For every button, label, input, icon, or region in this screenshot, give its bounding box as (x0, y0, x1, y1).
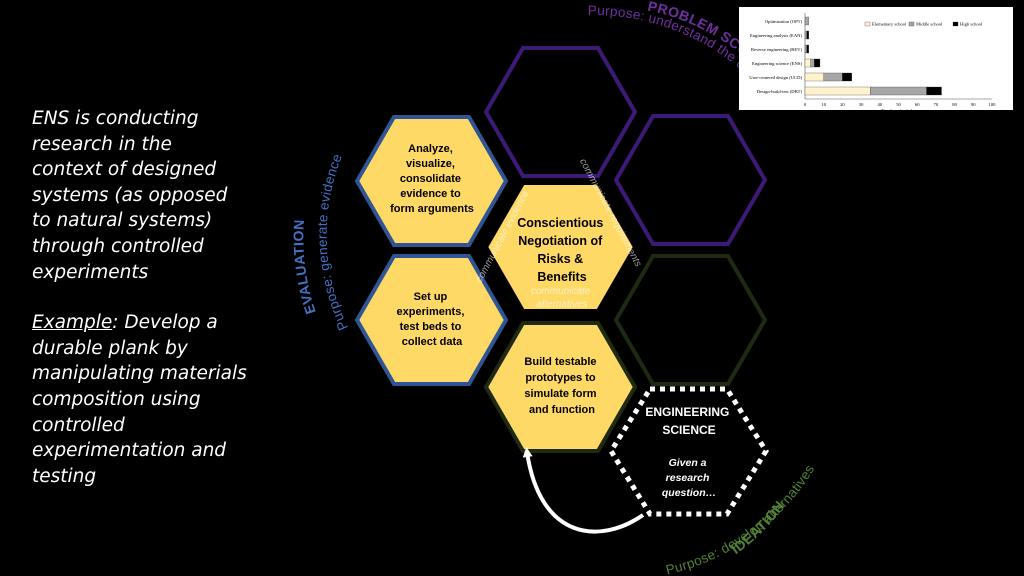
article-count-chart-panel: Optimization (OPT) Engineering analysis (… (739, 7, 1013, 113)
bar-segment (926, 86, 942, 96)
category-label: Optimization (OPT) (765, 19, 803, 24)
hex-problem-top (483, 46, 638, 178)
bar-segment (804, 58, 811, 68)
legend-swatch (952, 21, 959, 27)
legend-label: Elementary school (872, 22, 907, 27)
hex-setup (354, 254, 509, 386)
hex-ideation-right (613, 254, 768, 386)
bar-segment (806, 44, 809, 54)
evaluation-purpose: Purpose: generate evidence (315, 152, 351, 333)
x-tick-label: 100 (989, 102, 997, 107)
x-tick-label: 80 (952, 102, 957, 107)
hex-problem-right (613, 114, 768, 246)
ideation-title: IDEATION (728, 498, 787, 557)
bar-segment (806, 30, 809, 40)
example-text: : Develop a durable plank by manipulatin… (32, 312, 247, 487)
bar-segment (804, 16, 809, 26)
example-paragraph: Example: Develop a durable plank by mani… (32, 310, 247, 489)
center-faint-bottom: communicate alternatives (531, 286, 593, 310)
bar-segment (842, 72, 852, 82)
evaluation-title: EVALUATION (290, 219, 318, 316)
x-tick-label: 50 (896, 102, 901, 107)
bar-segment (823, 72, 843, 82)
hex-analyze-label: Analyze, visualize, consolidate evidence… (390, 143, 474, 215)
bar-segment (804, 86, 871, 96)
x-tick-label: 30 (859, 102, 864, 107)
hex-engineering-title: ENGINEERING SCIENCE (645, 405, 732, 437)
category-label: User-centered design (UCD) (749, 75, 802, 80)
hex-engineering-science (608, 386, 769, 517)
category-label: Design-build-test (DBT) (757, 89, 803, 94)
x-tick-label: 60 (915, 102, 920, 107)
bar-segment (804, 30, 808, 40)
article-count-chart: Optimization (OPT) Engineering analysis (… (749, 13, 997, 113)
category-label: Reverse engineering (REV) (751, 47, 802, 52)
bar-segment (870, 86, 927, 96)
legend-swatch (864, 21, 871, 27)
hex-build (483, 321, 638, 453)
x-axis-label: Number of articles (881, 108, 916, 110)
hex-center (483, 181, 638, 313)
bar-segment (814, 58, 821, 68)
bar-segment (804, 72, 824, 82)
hex-setup-label: Set up experiments, test beds to collect… (397, 291, 468, 348)
category-label: Engineering analysis (EAN) (750, 33, 803, 38)
example-label: Example (32, 312, 113, 334)
left-description: ENS is conducting research in the contex… (32, 106, 247, 489)
hex-analyze (354, 115, 509, 247)
hex-center-label: Conscientious Negotiation of Risks & Ben… (517, 216, 607, 284)
hex-engineering-sub: Given a research question… (662, 457, 716, 499)
context-paragraph: ENS is conducting research in the contex… (32, 108, 228, 283)
x-tick-label: 90 (971, 102, 976, 107)
bar-segment (804, 44, 808, 54)
bar-segment (810, 58, 815, 68)
legend-label: Middle school (916, 22, 943, 27)
hex-build-label: Build testable prototypes to simulate fo… (524, 356, 599, 416)
return-arrow (522, 447, 645, 534)
x-tick-label: 40 (878, 102, 883, 107)
x-tick-label: 20 (840, 102, 845, 107)
legend-label: High school (960, 22, 983, 27)
x-tick-label: 70 (934, 102, 939, 107)
x-tick-label: 10 (821, 102, 826, 107)
legend-swatch (908, 21, 915, 27)
category-label: Engineering science (ENS) (752, 61, 802, 66)
x-tick-label: 0 (804, 102, 807, 107)
